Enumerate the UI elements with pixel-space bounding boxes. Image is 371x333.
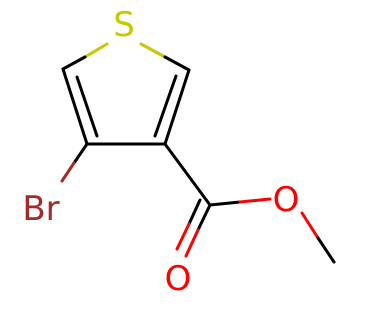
atom-bromine-label: Br [22, 189, 59, 229]
bond-s-c5-carbon-half [163, 55, 191, 72]
bond-s-c5-sulfur-half [139, 42, 167, 59]
bond-carbonyl-double-1-oxygen-half [184, 228, 200, 258]
bond-c4-c5 [163, 68, 191, 146]
bond-c4-carbonyl-carbon [163, 142, 212, 207]
bond-ester-o-methyl-carbon-half [316, 236, 336, 264]
bond-c4-c5-inner [153, 74, 178, 138]
bonds [60, 42, 336, 264]
bond-carbonyl-ester-o-oxygen-half [238, 197, 272, 204]
bond-carbonyl-double-2-oxygen-half [175, 222, 191, 251]
bond-c2-c3-inner [75, 75, 99, 138]
bond-s-c2-sulfur-half [83, 42, 109, 59]
bond-s-c2-carbon-half [61, 55, 87, 71]
atom-ester-oxygen-label: O [273, 180, 300, 220]
bond-carbonyl-ester-o-carbon-half [208, 200, 242, 207]
bond-carbonyl-double-1-carbon-half [196, 203, 212, 232]
bond-c3-br-bromine-half [60, 161, 76, 183]
bond-c3-br-carbon-half [72, 142, 89, 165]
bond-c2-c3 [61, 67, 89, 146]
atom-sulfur-label: S [113, 5, 135, 45]
atom-labels: S Br O O [22, 5, 299, 299]
bond-carbonyl-double-2-carbon-half [187, 198, 202, 226]
atom-carbonyl-oxygen-label: O [165, 259, 192, 299]
bond-ester-o-methyl-oxygen-half [300, 211, 320, 240]
